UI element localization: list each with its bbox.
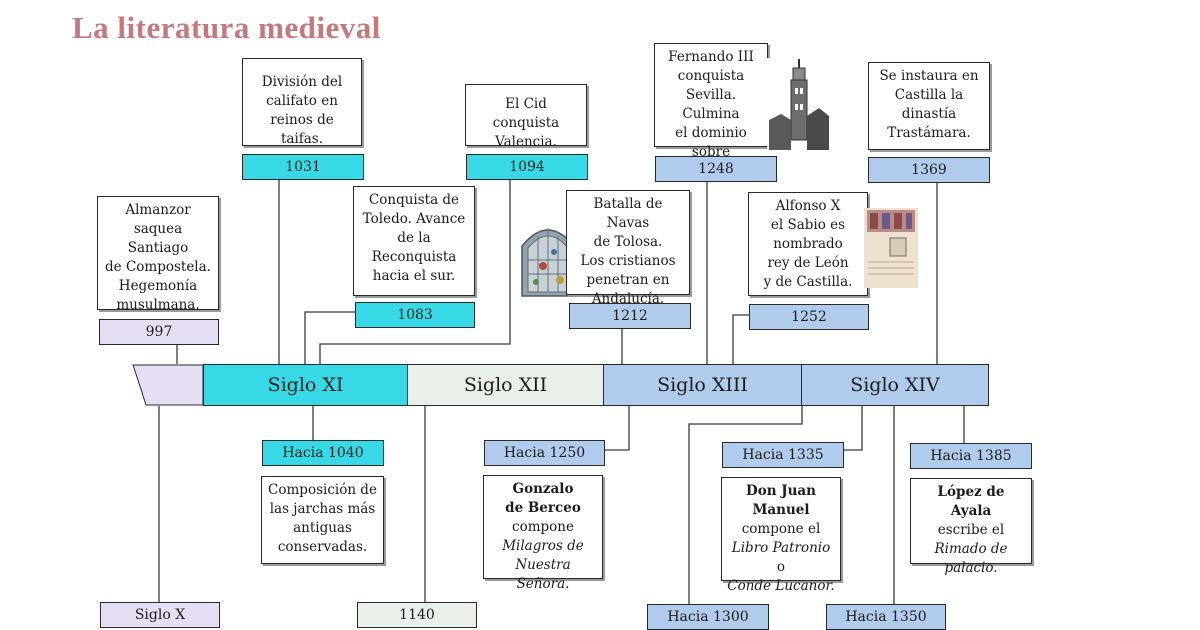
lit-verb-ayala: escribe el [937, 522, 1005, 538]
event-text-1212: Batalla de Navas de Tolosa. Los cristian… [566, 190, 690, 307]
marker-1140: 1140 [357, 602, 477, 628]
lit-text-1040: Composición de las jarchas más antiguas … [261, 476, 384, 564]
lit-work-milagros: Milagros de Nuestra Señora. [502, 538, 584, 592]
event-text-1252: Alfonso X el Sabio es nombrado rey de Le… [748, 192, 868, 296]
lit-author-juan-manuel: Don Juan Manuel [746, 483, 816, 518]
lit-text-1385: López de Ayala escribe el Rimado de pala… [910, 478, 1032, 576]
stained-glass-window-image [521, 228, 575, 297]
event-text-1248: Fernando III conquista Sevilla. Culmina … [654, 43, 768, 179]
event-text-997: Almanzor saquea Santiago de Compostela. … [97, 196, 219, 313]
alfonso-x-manuscript-image [864, 208, 918, 288]
event-text-1369: Se instaura en Castilla la dinastía Tras… [868, 62, 990, 150]
event-year-1212: 1212 [569, 303, 691, 329]
lit-work-lucanor: Conde Lucanor. [727, 578, 835, 594]
lit-text-1335: Don Juan Manuel compone el Libro Patroni… [721, 477, 841, 594]
event-year-1031: 1031 [242, 154, 364, 180]
band-siglo-xii: Siglo XII [408, 364, 604, 406]
event-text-1031: División del califato en reinos de taifa… [242, 58, 362, 147]
event-year-1248: 1248 [655, 156, 777, 182]
lit-date-1250: Hacia 1250 [484, 440, 605, 466]
event-text-1083: Conquista de Toledo. Avance de la Reconq… [353, 186, 475, 296]
band-siglo-xi: Siglo XI [203, 364, 408, 406]
lit-author-berceo: Gonzalo de Berceo [505, 481, 581, 516]
lit-date-1385: Hacia 1385 [910, 443, 1032, 469]
event-year-1094: 1094 [466, 154, 588, 180]
lit-text-1250: Gonzalo de Berceo compone Milagros de Nu… [483, 475, 603, 592]
lit-work-rimado: Rimado de palacio. [934, 541, 1008, 576]
marker-hacia-1350: Hacia 1350 [826, 604, 946, 630]
lit-conj: o [776, 559, 786, 575]
event-year-1369: 1369 [868, 157, 990, 183]
event-text-1094: El Cid conquista Valencia. [465, 84, 587, 150]
siglo-x-band [132, 364, 204, 406]
lit-date-1040: Hacia 1040 [262, 440, 384, 466]
lit-work-patronio: Libro Patronio [731, 540, 831, 556]
event-year-1083: 1083 [355, 302, 475, 328]
event-year-997: 997 [99, 319, 219, 345]
band-siglo-xiv: Siglo XIV [802, 364, 989, 406]
giralda-tower-image [767, 58, 831, 150]
event-year-1252: 1252 [749, 304, 869, 330]
lit-verb-juan-manuel: compone el [741, 521, 821, 537]
marker-siglo-x: Siglo X [100, 602, 220, 628]
lit-verb-berceo: compone [512, 519, 574, 535]
marker-hacia-1300: Hacia 1300 [647, 604, 769, 630]
lit-date-1335: Hacia 1335 [722, 442, 844, 468]
page-title: La literatura medieval [72, 10, 381, 45]
lit-author-ayala: López de Ayala [937, 484, 1005, 519]
band-siglo-xiii: Siglo XIII [604, 364, 802, 406]
